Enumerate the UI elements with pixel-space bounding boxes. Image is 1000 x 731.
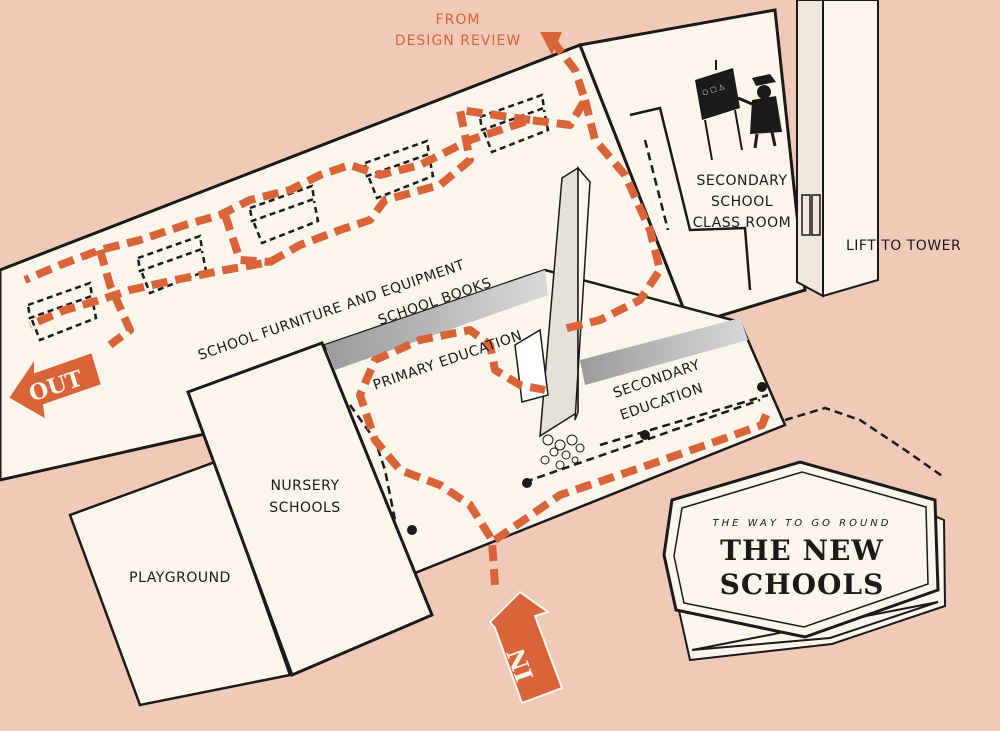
badge-title-line2: SCHOOLS: [720, 568, 885, 601]
obelisk-front: [574, 165, 591, 421]
route-loop-1: [559, 99, 664, 334]
from-label: FROM: [436, 12, 481, 28]
lift-door-2: [811, 194, 821, 236]
nursery-label-2: SCHOOLS: [269, 500, 340, 516]
title-badge: THE WAY TO GO ROUND THE NEW SCHOOLS: [662, 460, 947, 662]
desk-1: [26, 281, 98, 342]
route-loop-2: [28, 106, 531, 329]
route-entrance: [356, 326, 546, 586]
route-loop-4: [221, 213, 271, 266]
visitor-route: [23, 37, 772, 586]
design-review-label: DESIGN REVIEW: [395, 33, 521, 49]
obelisk-rubble: [540, 434, 585, 470]
blackboard-icon: ○ ▢ △: [695, 60, 743, 161]
dashed-boundaries: [348, 139, 946, 521]
desk-4: [363, 139, 435, 200]
secondary-wall-shadow: [580, 318, 748, 385]
marker-dots: [407, 382, 767, 535]
playground-label: PLAYGROUND: [129, 570, 231, 586]
route-loop-3: [96, 248, 134, 349]
route-secondary: [492, 408, 772, 544]
from-review-arrowhead: [540, 32, 562, 55]
route-from-review: [23, 37, 589, 284]
classroom-label-3: CLASS ROOM: [693, 215, 792, 231]
in-arrow: IN: [488, 590, 564, 705]
badge-title-line1: THE NEW: [720, 534, 884, 567]
classroom-label-1: SECONDARY: [697, 173, 788, 189]
lift-tower: [822, 0, 879, 298]
nursery-label-1: NURSERY: [270, 478, 339, 494]
badge-subtitle: THE WAY TO GO ROUND: [713, 518, 892, 529]
teacher-icon: [737, 74, 782, 149]
classroom-label-2: SCHOOL: [711, 194, 773, 210]
lift-tower-face: [796, 0, 824, 298]
back-wall-shadow: [325, 270, 548, 370]
lift-label: LIFT TO TOWER: [846, 238, 961, 254]
lift-door-1: [801, 194, 811, 236]
nursery-area: [186, 341, 434, 678]
classroom-partition: [629, 106, 752, 291]
